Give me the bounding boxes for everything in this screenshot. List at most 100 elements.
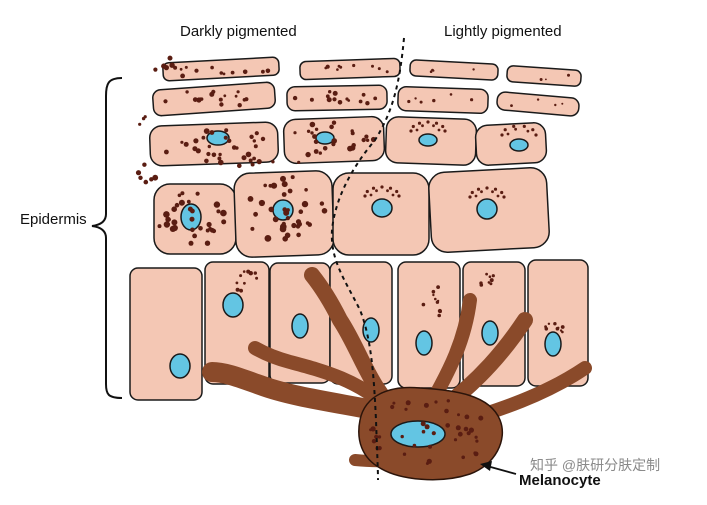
melanin-granule [474, 435, 478, 439]
melanin-granule [421, 429, 426, 434]
melanin-granule [237, 163, 242, 169]
cell-nucleus [222, 292, 244, 318]
melanin-granule [377, 67, 381, 71]
melanin-granule [207, 144, 211, 149]
melanin-granule [453, 438, 458, 442]
melanin-granule [391, 193, 395, 197]
melanin-granule [169, 225, 176, 232]
melanin-granule [329, 124, 334, 130]
melanin-granule [157, 224, 162, 229]
melanin-granule [282, 207, 288, 212]
melanin-granule [218, 97, 223, 102]
melanin-granule [143, 179, 149, 185]
cell-layer [129, 56, 589, 401]
melanin-granule [473, 451, 479, 457]
melanin-granule [436, 285, 440, 289]
melanin-granule [292, 95, 298, 101]
melanin-granule [443, 129, 447, 133]
melanin-granule [461, 455, 466, 460]
melanin-granule [371, 186, 376, 190]
melanin-granule [347, 145, 353, 152]
melanin-granule [284, 232, 291, 239]
melanin-granule [336, 68, 339, 71]
melanin-granule [337, 100, 343, 105]
melanin-granule [437, 313, 442, 318]
melanin-granule [185, 90, 189, 94]
melanin-granule [388, 186, 393, 190]
melanin-granule [351, 143, 356, 148]
melanin-granule [211, 152, 217, 158]
melanin-granule [213, 201, 221, 208]
cell-nucleus [315, 131, 335, 145]
melanin-granule [253, 144, 258, 149]
melanin-granule [331, 138, 338, 144]
melanin-granule [248, 158, 253, 163]
melanin-granule [169, 62, 175, 68]
melanin-granule [149, 177, 154, 182]
cell-nucleus [169, 353, 191, 379]
melanin-granule [386, 189, 389, 193]
melanin-granule [180, 191, 185, 196]
melanin-granule [293, 131, 297, 135]
epidermal-cell [152, 81, 276, 117]
melanin-granule [306, 129, 311, 133]
melanin-granule [180, 73, 186, 79]
melanin-granule [371, 439, 377, 444]
melanin-granule [397, 194, 401, 198]
melanocyte-arrow [486, 465, 517, 475]
melanin-granule [264, 235, 272, 242]
melanin-granule [174, 202, 180, 208]
melanin-granule [297, 160, 301, 164]
melanin-granule [313, 139, 319, 144]
melanin-granule [415, 128, 419, 132]
cell-nucleus [476, 198, 498, 220]
melanin-granule [309, 121, 316, 128]
melanin-granule [188, 240, 194, 246]
melanin-granule [402, 452, 407, 456]
melanin-granule [163, 221, 171, 228]
melanin-granule [485, 272, 488, 276]
melanin-granule [194, 68, 199, 73]
melanin-granule [547, 322, 551, 325]
melanin-granule [392, 401, 396, 405]
melanin-granule [496, 194, 500, 198]
epidermis-label: Epidermis [20, 211, 87, 228]
melanin-granule [193, 138, 199, 144]
melanin-granule [417, 121, 422, 125]
melanin-granule [286, 208, 290, 212]
epidermis-bracket [91, 77, 123, 399]
melanin-granule [177, 193, 182, 198]
melanin-granule [163, 99, 168, 104]
melanin-granule [186, 199, 191, 204]
lightly-pigmented-label: Lightly pigmented [444, 23, 562, 40]
melanin-granule [221, 219, 227, 225]
melanin-granule [400, 434, 404, 439]
melanin-granule [446, 399, 450, 403]
melanin-granule [365, 101, 370, 106]
melanin-granule [380, 185, 384, 189]
melanin-granule [291, 222, 297, 229]
melanin-granule [361, 92, 366, 97]
epidermal-cell [496, 91, 580, 117]
melanin-granule [217, 156, 222, 161]
melanin-granule [281, 181, 288, 188]
melanin-granule [171, 206, 177, 212]
melanin-granule [457, 413, 460, 417]
melanin-granule [449, 93, 453, 96]
melanin-granule [395, 189, 399, 194]
melanin-granule [252, 139, 256, 143]
melanin-granule [439, 310, 442, 314]
melanin-granule [331, 120, 337, 125]
melanin-granule [432, 98, 436, 103]
melanin-granule [420, 421, 426, 427]
melanin-granule [279, 225, 287, 233]
melanin-granule [421, 302, 426, 307]
melanin-granule [138, 122, 142, 126]
melanin-granule [455, 425, 461, 431]
melanin-granule [152, 174, 159, 181]
melanin-granule [489, 282, 493, 286]
melanin-granule [371, 64, 374, 68]
melanin-granules [135, 55, 570, 334]
epidermal-cell [397, 85, 489, 115]
melanin-granule [242, 69, 248, 75]
